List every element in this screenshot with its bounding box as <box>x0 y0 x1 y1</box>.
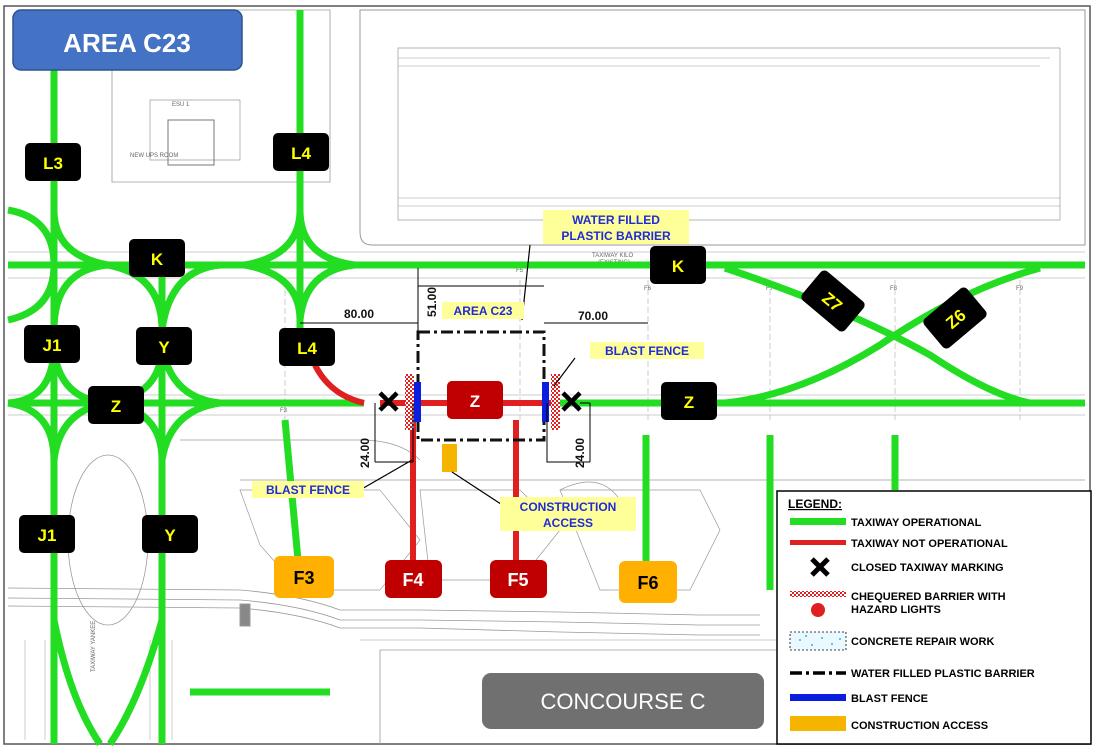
dimension-24-left: 24.00 <box>358 438 372 468</box>
svg-text:F3: F3 <box>293 568 314 588</box>
gate-badges: F3 F4 F5 F6 <box>274 556 677 603</box>
title-box: AREA C23 <box>12 9 243 71</box>
svg-text:K: K <box>151 250 164 269</box>
construction-access-strip <box>442 444 457 472</box>
gate-f6: F6 <box>619 561 677 603</box>
taxiway-badge-z-right: Z <box>661 382 717 420</box>
legend-item-water-barrier: WATER FILLED PLASTIC BARRIER <box>790 668 1035 680</box>
concourse-box: CONCOURSE C <box>482 673 764 729</box>
svg-text:Z: Z <box>470 392 480 411</box>
legend-item-operational: TAXIWAY OPERATIONAL <box>790 517 982 529</box>
concourse-label: CONCOURSE C <box>540 689 705 714</box>
closure-area <box>378 330 582 472</box>
callout-blast-fence-left: BLAST FENCE <box>266 483 350 497</box>
dimension-51: 51.00 <box>425 287 439 317</box>
gate-f4: F4 <box>385 560 442 598</box>
svg-text:CLOSED TAXIWAY MARKING: CLOSED TAXIWAY MARKING <box>851 562 1004 574</box>
callout-blast-fence-right: BLAST FENCE <box>605 344 689 358</box>
taxiway-badge-y-low: Y <box>142 515 198 553</box>
dimension-lines <box>300 244 648 511</box>
svg-text:CONCRETE REPAIR WORK: CONCRETE REPAIR WORK <box>851 636 994 648</box>
taxiway-badge-j1-low: J1 <box>19 515 75 553</box>
svg-text:TAXIWAY NOT OPERATIONAL: TAXIWAY NOT OPERATIONAL <box>851 538 1008 550</box>
drawing-stand-f6: F6 <box>644 286 652 292</box>
callout-area-c23: AREA C23 <box>454 304 513 318</box>
legend-item-concrete-repair: CONCRETE REPAIR WORK <box>789 631 994 651</box>
chequered-barrier-left <box>405 374 414 430</box>
legend-item-not-operational: TAXIWAY NOT OPERATIONAL <box>790 538 1008 550</box>
legend-item-closed-marking: CLOSED TAXIWAY MARKING <box>810 557 1004 577</box>
chequered-barrier-right <box>551 374 560 430</box>
svg-text:HAZARD LIGHTS: HAZARD LIGHTS <box>851 604 941 616</box>
closed-x-right <box>561 391 582 412</box>
taxiway-badge-l3: L3 <box>25 143 81 181</box>
taxiways-operational <box>7 10 1085 746</box>
taxiway-badge-l4-top: L4 <box>273 133 329 171</box>
drawing-stand-f9: F9 <box>1016 286 1024 292</box>
svg-text:TAXIWAY OPERATIONAL: TAXIWAY OPERATIONAL <box>851 517 982 529</box>
drawing-label-yankee: TAXIWAY YANKEE <box>91 621 97 672</box>
hazard-light-icon <box>811 603 825 617</box>
svg-text:BLAST FENCE: BLAST FENCE <box>851 693 928 705</box>
legend-item-blast-fence: BLAST FENCE <box>790 693 928 705</box>
svg-text:Z: Z <box>111 397 121 416</box>
taxiway-badge-l4-mid: L4 <box>279 328 335 366</box>
svg-text:L4: L4 <box>291 144 311 163</box>
taxiway-badge-z6: Z6 <box>923 287 987 349</box>
svg-text:L3: L3 <box>43 154 63 173</box>
legend-title: LEGEND: <box>788 497 842 511</box>
svg-text:F5: F5 <box>507 570 528 590</box>
drawing-label-taxiway-kilo: TAXIWAY KILO <box>592 253 633 259</box>
svg-text:Z: Z <box>684 393 694 412</box>
legend-item-construction-access: CONSTRUCTION ACCESS <box>790 716 988 732</box>
drawing-label-esu: ESU 1 <box>172 102 190 108</box>
drawing-stand-f8: F8 <box>890 286 898 292</box>
svg-text:Y: Y <box>164 526 176 545</box>
svg-text:Y: Y <box>158 338 170 357</box>
drawing-stand-f5: F5 <box>516 268 524 274</box>
dimension-24-right: 24.00 <box>573 438 587 468</box>
callouts: WATER FILLED PLASTIC BARRIER AREA C23 BL… <box>252 210 704 531</box>
svg-text:CHEQUERED BARRIER WITH: CHEQUERED BARRIER WITH <box>851 591 1006 603</box>
gate-f5: F5 <box>490 560 547 598</box>
blast-fence-right <box>542 382 549 422</box>
svg-text:J1: J1 <box>38 526 57 545</box>
svg-text:WATER FILLED PLASTIC BARRIER: WATER FILLED PLASTIC BARRIER <box>851 668 1035 680</box>
taxiway-badge-z-closed: Z <box>447 381 503 419</box>
taxiway-badge-j1-mid: J1 <box>24 325 80 363</box>
blast-fence-left <box>414 382 421 422</box>
gate-f3: F3 <box>274 556 334 598</box>
closed-x-left <box>378 391 399 412</box>
svg-text:J1: J1 <box>43 336 62 355</box>
callout-water-barrier-2: PLASTIC BARRIER <box>561 229 671 243</box>
taxiway-badge-k-left: K <box>129 239 185 277</box>
map-title: AREA C23 <box>63 28 191 58</box>
drawing-stand-f7: F7 <box>766 286 774 292</box>
dimension-70: 70.00 <box>578 309 608 323</box>
taxiway-badge-z7: Z7 <box>801 270 865 332</box>
drawing-stand-f3: F3 <box>280 408 288 414</box>
svg-text:CONSTRUCTION ACCESS: CONSTRUCTION ACCESS <box>851 720 988 732</box>
callout-water-barrier-1: WATER FILLED <box>572 213 660 227</box>
closed-x-icon <box>810 557 830 577</box>
dimension-80: 80.00 <box>344 307 374 321</box>
svg-text:L4: L4 <box>297 339 317 358</box>
taxiway-badge-z-left: Z <box>88 386 144 424</box>
svg-text:F6: F6 <box>637 573 658 593</box>
callout-construction-1: CONSTRUCTION <box>520 500 617 514</box>
legend: LEGEND: TAXIWAY OPERATIONAL TAXIWAY NOT … <box>776 490 1092 745</box>
svg-text:K: K <box>672 257 685 276</box>
svg-text:F4: F4 <box>402 570 423 590</box>
taxiway-badges: L3 L4 K J1 Y L4 Z J1 <box>19 133 987 553</box>
legend-item-chequered-barrier: CHEQUERED BARRIER WITH HAZARD LIGHTS <box>790 591 1006 617</box>
dimension-values: 80.00 51.00 70.00 24.00 24.00 <box>344 287 608 468</box>
taxiway-badge-k-right: K <box>650 246 706 284</box>
taxiway-badge-y-mid: Y <box>136 327 192 365</box>
callout-construction-2: ACCESS <box>543 516 593 530</box>
drawing-label-ups: NEW UPS ROOM <box>130 153 178 159</box>
